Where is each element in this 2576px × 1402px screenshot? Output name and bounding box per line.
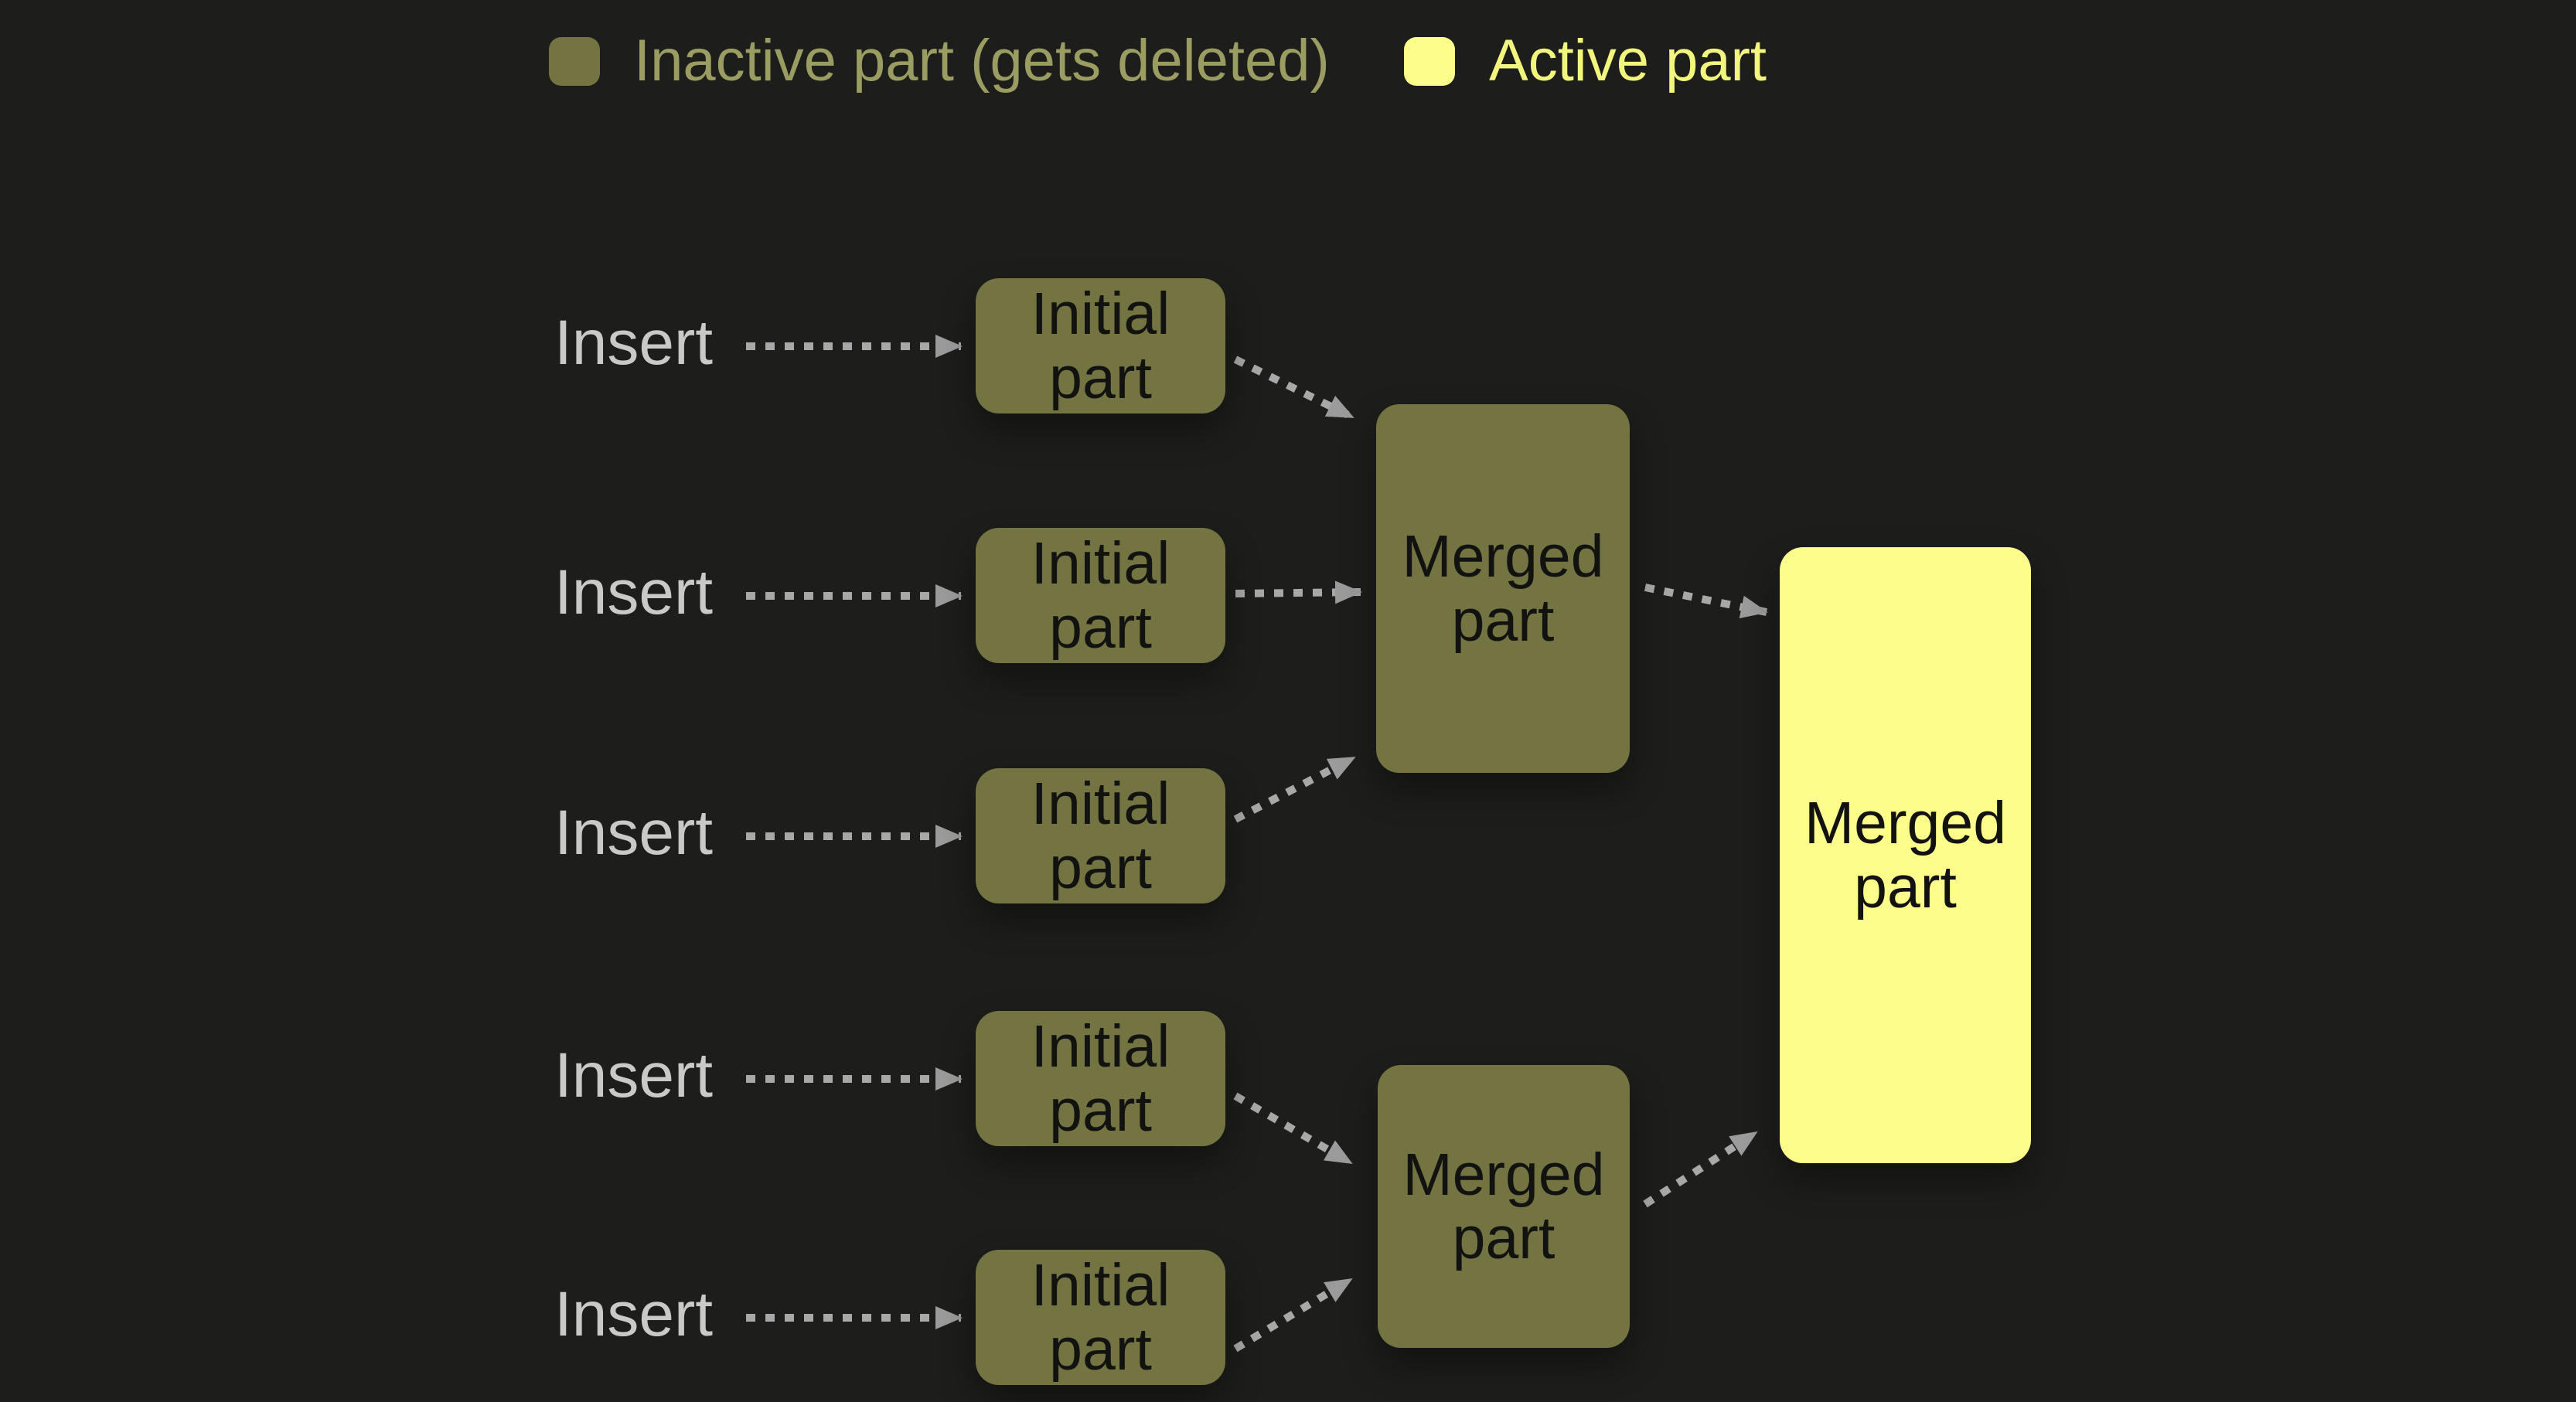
merged-part-2-label: Merged part (1402, 1141, 1605, 1271)
insert-label-1: Insert (554, 308, 714, 379)
merged-part-2: Merged part (1378, 1065, 1630, 1348)
merged-part-1: Merged part (1376, 404, 1630, 773)
insert-label-3: Insert (554, 798, 714, 869)
arrow-initial2-merged1 (1235, 580, 1362, 604)
final-merged-part-label: Merged part (1804, 790, 2007, 920)
insert-label-5: Insert (554, 1279, 714, 1350)
merged-part-1-label: Merged part (1402, 523, 1604, 654)
arrow-initial1-merged1 (1233, 356, 1355, 421)
inactive-part-swatch (549, 36, 600, 86)
arrow-initial3-merged1 (1233, 754, 1357, 823)
initial-part-5: Initial part (976, 1250, 1225, 1385)
initial-part-1: Initial part (976, 278, 1225, 413)
arrow-merged2-final (1643, 1128, 1759, 1208)
legend-label-active: Active part (1489, 28, 1767, 94)
initial-part-2: Initial part (976, 528, 1225, 663)
initial-part-5-label: Initial part (1031, 1252, 1170, 1383)
initial-part-1-label: Initial part (1031, 281, 1170, 411)
initial-part-2-label: Initial part (1031, 530, 1170, 661)
legend-item-inactive: Inactive part (gets deleted) (549, 31, 1330, 91)
arrow-initial5-merged2 (1233, 1275, 1354, 1353)
insert-label-2: Insert (554, 557, 714, 628)
arrow-initial4-merged2 (1233, 1092, 1354, 1167)
final-merged-part: Merged part (1780, 547, 2031, 1163)
initial-part-3: Initial part (976, 768, 1225, 903)
legend-label-inactive: Inactive part (gets deleted) (634, 28, 1330, 94)
arrow-merged1-final (1644, 584, 1768, 619)
legend-item-active: Active part (1404, 31, 1767, 91)
initial-part-3-label: Initial part (1031, 771, 1170, 901)
insert-label-4: Insert (554, 1040, 714, 1111)
initial-part-4: Initial part (976, 1011, 1225, 1146)
initial-part-4-label: Initial part (1031, 1013, 1170, 1144)
active-part-swatch (1404, 36, 1455, 86)
